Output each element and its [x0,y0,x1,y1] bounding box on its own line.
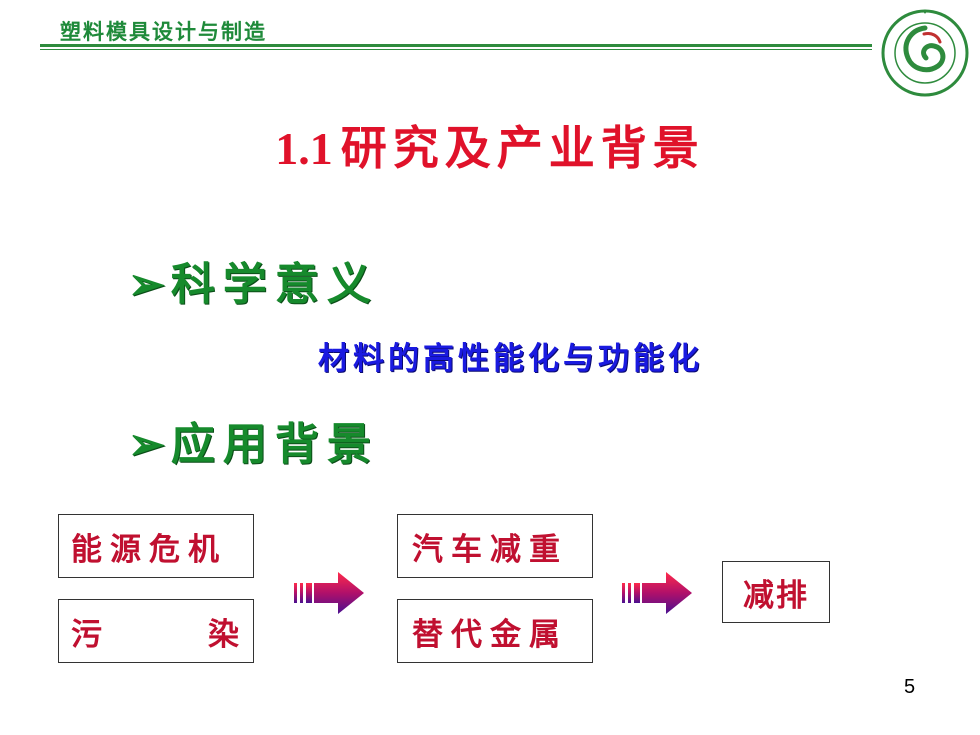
bullet-scientific-significance: ➢科学意义 [128,248,379,312]
course-title: 塑料模具设计与制造 [60,19,267,44]
slide-title-number: 1.1 [275,123,333,174]
university-seal-icon [881,9,969,97]
cause-box-energy-crisis: 能源危机 [58,514,254,578]
bullet-application-background: ➢应用背景 [128,408,379,472]
flow-arrow-icon [294,572,364,614]
slide-title-text: 研究及产业背景 [340,121,705,175]
measure-box-metal-replacement: 替代金属 [397,599,593,663]
header-divider-thin [40,49,872,50]
bullet-arrow-icon: ➢ [128,259,165,310]
result-box-emission-reduction: 减排 [722,561,830,623]
page-number: 5 [904,676,916,698]
bullet-label: 科学意义 [170,259,379,310]
bullet-label: 应用背景 [170,419,379,470]
bullet-arrow-icon: ➢ [128,419,165,470]
header-divider-thick [40,44,872,47]
pollution-char-1: 污 [71,616,102,653]
cause-box-pollution: 污 染 [58,599,254,663]
measure-box-vehicle-weight-reduction: 汽车减重 [397,514,593,578]
pollution-char-2: 染 [208,616,239,653]
flow-arrow-icon [622,572,692,614]
science-detail-text: 材料的高性能化与功能化 [318,341,703,377]
